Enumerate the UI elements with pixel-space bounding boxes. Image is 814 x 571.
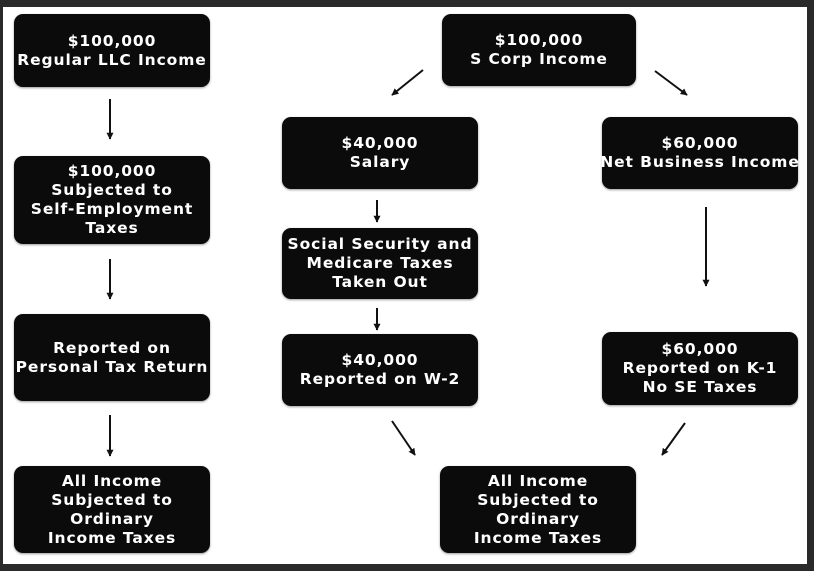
scorp-salary-box: $40,000 Salary [282, 117, 478, 189]
scorp-income-amount: $100,000 [494, 31, 584, 49]
scorp-income-label: S Corp Income [470, 50, 608, 68]
llc-income-box: $100,000 Regular LLC Income [14, 14, 210, 87]
llc-se-amount: $100,000 [67, 162, 157, 180]
scorp-ss-line-2: Medicare Taxes [306, 254, 454, 272]
scorp-k1-amount: $60,000 [661, 340, 739, 358]
llc-reported-line-1: Reported on [53, 338, 171, 357]
llc-se-taxes-box: $100,000 Subjected to Self-Employment Ta… [14, 156, 210, 244]
llc-reported-line-2: Personal Tax Return [15, 357, 209, 376]
scorp-ss-line-3: Taken Out [332, 273, 428, 291]
llc-se-line-1: Subjected to [51, 181, 173, 199]
scorp-ss-medicare-box: Social Security and Medicare Taxes Taken… [282, 228, 478, 299]
scorp-w2-box: $40,000 Reported on W-2 [282, 334, 478, 406]
scorp-ordinary-line-3: Ordinary [496, 509, 580, 528]
llc-ordinary-line-1: All Income [61, 471, 163, 490]
scorp-w2-label: Reported on W-2 [299, 370, 461, 388]
scorp-net-amount: $60,000 [661, 134, 739, 152]
llc-ordinary-line-2: Subjected to [51, 490, 173, 509]
scorp-w2-amount: $40,000 [341, 351, 419, 369]
llc-reported-box: Reported on Personal Tax Return [14, 314, 210, 401]
scorp-net-label: Net Business Income [600, 153, 800, 171]
scorp-salary-amount: $40,000 [341, 134, 419, 152]
scorp-income-box: $100,000 S Corp Income [442, 14, 636, 86]
scorp-ordinary-line-4: Income Taxes [473, 528, 603, 547]
arrow-k1-to-ordinary [661, 422, 686, 456]
scorp-ordinary-line-2: Subjected to [477, 490, 599, 509]
scorp-k1-line-2: No SE Taxes [642, 378, 758, 396]
llc-income-amount: $100,000 [67, 31, 157, 50]
scorp-ordinary-line-1: All Income [487, 471, 589, 490]
llc-se-line-2: Self-Employment [30, 200, 194, 218]
llc-se-line-3: Taxes [85, 219, 139, 237]
scorp-ss-line-1: Social Security and [287, 235, 473, 253]
llc-income-label: Regular LLC Income [17, 50, 207, 69]
scorp-ordinary-box: All Income Subjected to Ordinary Income … [440, 466, 636, 553]
scorp-k1-line-1: Reported on K-1 [622, 359, 778, 377]
scorp-k1-box: $60,000 Reported on K-1 No SE Taxes [602, 332, 798, 405]
llc-ordinary-box: All Income Subjected to Ordinary Income … [14, 466, 210, 553]
arrow-layer [106, 69, 710, 457]
llc-ordinary-line-4: Income Taxes [47, 528, 177, 547]
arrow-w2-to-ordinary [391, 420, 416, 456]
diagram-canvas: $100,000 Regular LLC Income $100,000 Sub… [3, 7, 807, 564]
arrow-scorp-to-salary [391, 69, 424, 96]
llc-ordinary-line-3: Ordinary [70, 509, 154, 528]
scorp-net-business-box: $60,000 Net Business Income [600, 117, 800, 189]
scorp-salary-label: Salary [349, 153, 411, 171]
arrow-scorp-to-net-business [654, 70, 688, 96]
